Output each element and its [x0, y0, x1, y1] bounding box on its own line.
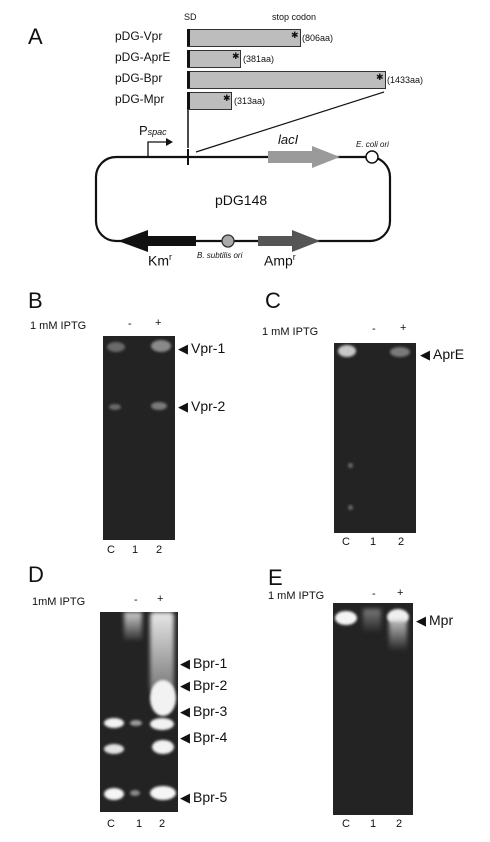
panel-c-lane-c: C [342, 536, 350, 548]
panel-e-lane-1: 1 [370, 818, 377, 830]
panel-a-letter: A [28, 24, 43, 49]
panel-b-minus: - [128, 318, 132, 330]
stop-star-icon: ✱ [376, 72, 384, 82]
panel-b-lane-c: C [107, 544, 115, 556]
plasmid-name: pDG148 [215, 192, 268, 208]
construct-bpr-name: pDG-Bpr [115, 71, 163, 85]
panel-e-plus: + [397, 587, 404, 599]
panel-d-iptg: 1mM IPTG [32, 596, 86, 608]
bsub-ori-icon [221, 234, 235, 248]
panel-b-gel [103, 336, 175, 540]
panel-b-plus: + [155, 317, 162, 329]
construct-vpr-aa: (806aa) [302, 33, 334, 43]
panel-d-lane-1: 1 [136, 818, 143, 830]
amp-label: Ampr [264, 252, 296, 269]
plasmid-backbone [94, 155, 392, 243]
panel-c-letter: C [265, 288, 281, 313]
stop-star-icon: ✱ [291, 30, 299, 40]
band-vpr-1: Vpr-1 [178, 340, 225, 357]
sd-mark [187, 92, 190, 109]
construct-mpr-name: pDG-Mpr [115, 92, 165, 106]
km-label: Kmr [148, 252, 172, 269]
panel-c-gel [334, 343, 416, 533]
sd-label: SD [184, 12, 197, 22]
panel-c-plus: + [400, 322, 407, 334]
construct-bpr-aa: (1433aa) [387, 75, 424, 85]
panel-d-letter: D [28, 562, 44, 587]
panel-e-minus: - [372, 588, 376, 600]
band-bpr-2: Bpr-2 [180, 677, 227, 694]
pspac-label: Pspac [139, 123, 167, 138]
panel-d-gel [100, 612, 178, 812]
laci-label: lacI [278, 132, 299, 147]
band-bpr-4: Bpr-4 [180, 729, 227, 746]
sd-mark [187, 29, 190, 46]
construct-mpr-aa: (313aa) [234, 96, 266, 106]
sd-mark [187, 71, 190, 88]
bsub-ori-label: B. subtilis ori [197, 251, 243, 260]
band-mpr: Mpr [416, 612, 453, 629]
laci-arrow [268, 146, 340, 168]
panel-e-gel [333, 603, 413, 815]
band-bpr-5: Bpr-5 [180, 789, 227, 806]
stop-star-icon: ✱ [232, 51, 240, 61]
band-vpr-2: Vpr-2 [178, 398, 225, 415]
construct-apre-aa: (381aa) [243, 54, 275, 64]
panel-c-minus: - [372, 323, 376, 335]
construct-vpr-name: pDG-Vpr [115, 29, 163, 43]
stop-codon-label: stop codon [272, 12, 317, 22]
band-apre: AprE [420, 346, 464, 363]
ecoli-ori-icon [365, 150, 379, 164]
band-bpr-3: Bpr-3 [180, 703, 227, 720]
panel-b-lane-1: 1 [132, 544, 139, 556]
panel-c-lane-2: 2 [398, 536, 405, 548]
construct-apre-name: pDG-AprE [115, 50, 171, 64]
panel-e-lane-2: 2 [396, 818, 403, 830]
band-bpr-1: Bpr-1 [180, 655, 227, 672]
panel-d-minus: - [134, 594, 138, 606]
km-arrow [118, 230, 196, 252]
ecoli-ori-label: E. coli ori [356, 140, 389, 149]
panel-b-letter: B [28, 288, 43, 313]
panel-b-lane-2: 2 [156, 544, 163, 556]
amp-arrow [258, 230, 320, 252]
pspac-arrow [147, 141, 166, 157]
sd-mark [187, 50, 190, 67]
plasmid-map [94, 91, 392, 252]
panel-d-plus: + [157, 593, 164, 605]
zoom-line-right [195, 91, 385, 153]
panel-d-lane-c: C [107, 818, 115, 830]
panel-e-lane-c: C [342, 818, 350, 830]
panel-d-lane-2: 2 [159, 818, 166, 830]
panel-b-iptg: 1 mM IPTG [30, 320, 87, 332]
stop-star-icon: ✱ [223, 93, 231, 103]
panel-c-lane-1: 1 [370, 536, 377, 548]
panel-c-iptg: 1 mM IPTG [262, 326, 319, 338]
panel-e-iptg: 1 mM IPTG [268, 590, 325, 602]
panel-e-letter: E [268, 565, 283, 590]
